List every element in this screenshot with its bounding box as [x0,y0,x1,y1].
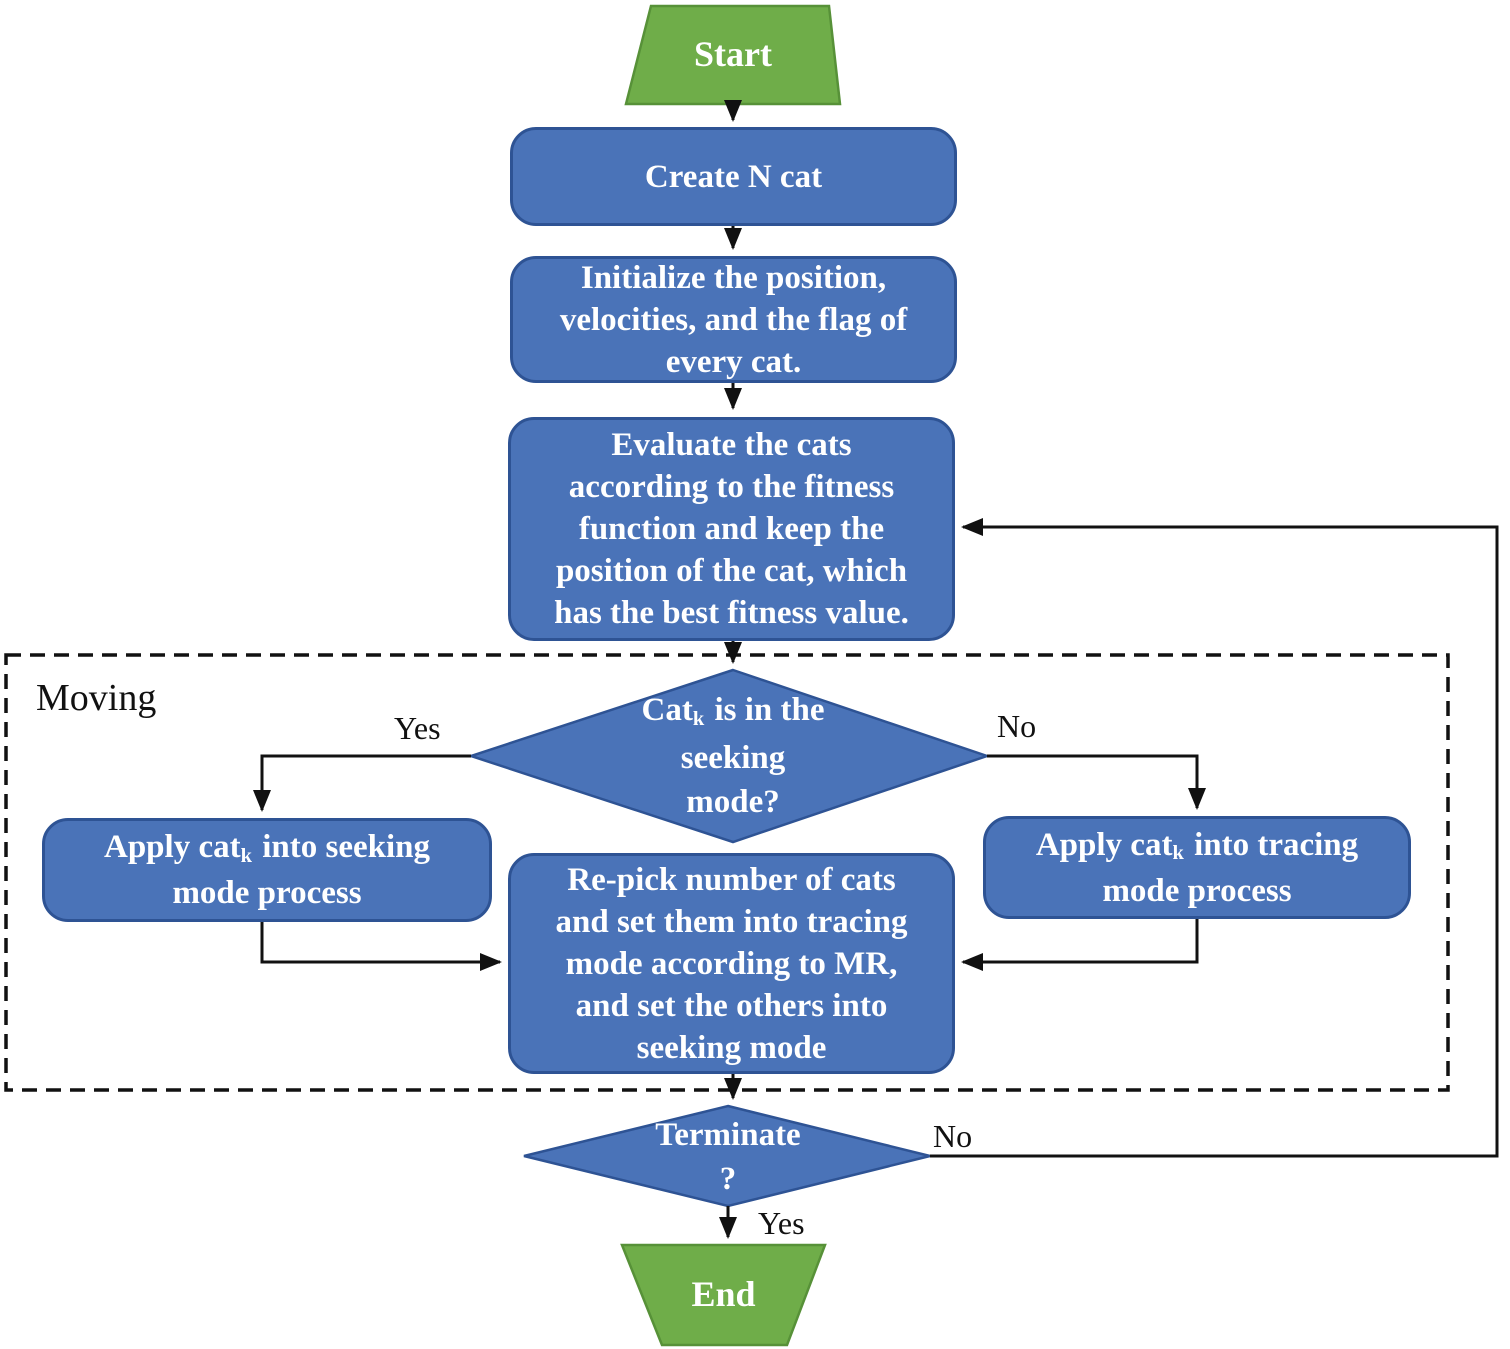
edge-label-yes-end: Yes [758,1205,805,1241]
edge-seeking-repick [260,922,502,971]
subscript-k: k [240,844,252,867]
edge-decision-yes-seeking [253,754,471,812]
seeking-decision-label: Catk is in the seeking mode? [533,688,933,824]
apply-seeking-line1: Apply catk into seeking [104,829,430,867]
edge-terminate-no-loop [930,518,1499,1158]
end-shape [620,1243,827,1347]
terminate-decision-label: Terminate ? [655,1117,801,1197]
edge-label-no-tracing: No [997,708,1037,744]
seeking-decision-shape [466,668,991,844]
evaluate-node: Evaluate the cats according to the fitne… [508,417,955,641]
edge-label-no-loop: No [933,1118,973,1154]
edge-decision-no-tracing [987,754,1206,810]
repick-node: Re-pick number of cats and set them into… [508,853,955,1074]
subscript-k: k [692,707,705,730]
moving-region-label: Moving [36,677,157,719]
start-node-label: Start [694,34,772,74]
end-node-label: End [691,1274,756,1314]
apply-tracing-node: Apply catk into tracing mode process [983,816,1411,919]
edge-tracing-repick [961,919,1199,971]
initialize-node: Initialize the position, velocities, and… [510,256,957,383]
apply-seeking-line2: mode process [172,875,362,911]
start-shape [624,4,842,106]
seeking-decision-line1: Catk is in the [641,692,825,730]
apply-seeking-node: Apply catk into seeking mode process [42,818,492,922]
apply-tracing-line1: Apply catk into tracing [1035,826,1359,865]
create-node: Create N cat [510,127,957,226]
subscript-k: k [1172,842,1184,864]
edge-label-yes-seeking: Yes [394,710,441,746]
apply-tracing-line2: mode process [1102,872,1292,909]
seeking-decision-line2: seeking [680,740,786,776]
seeking-decision-line3: mode? [686,784,780,820]
